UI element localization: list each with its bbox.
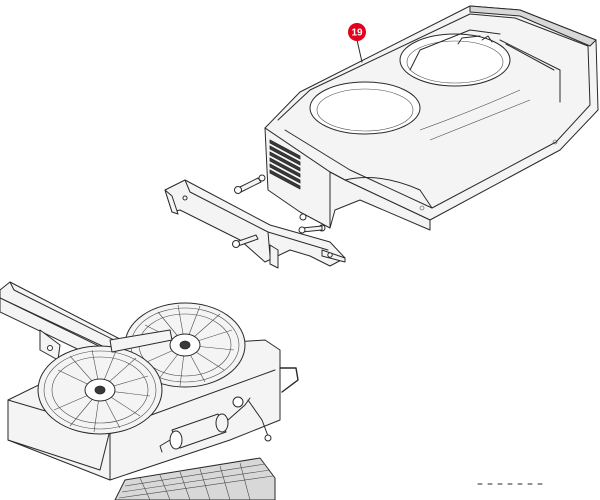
bracket-bolt-upper (234, 174, 266, 194)
callout-19-label: 19 (351, 28, 363, 39)
shroud-cover (264, 5, 599, 232)
radiator-mesh-grille (114, 457, 276, 500)
radiator-fan-assembly (0, 281, 299, 500)
cooling-fan-right (124, 302, 246, 388)
callout-19[interactable]: 19 (348, 23, 366, 63)
shroud-vent-louvers (269, 139, 301, 190)
inline-filter (159, 396, 251, 453)
bracket-bolt-right (298, 225, 323, 234)
mounting-bracket (164, 179, 346, 269)
bracket-bolt-lower (232, 234, 259, 248)
callout-19-badge[interactable] (348, 23, 366, 41)
cooling-fan-left (37, 345, 163, 435)
callout-19-leader (356, 39, 363, 63)
